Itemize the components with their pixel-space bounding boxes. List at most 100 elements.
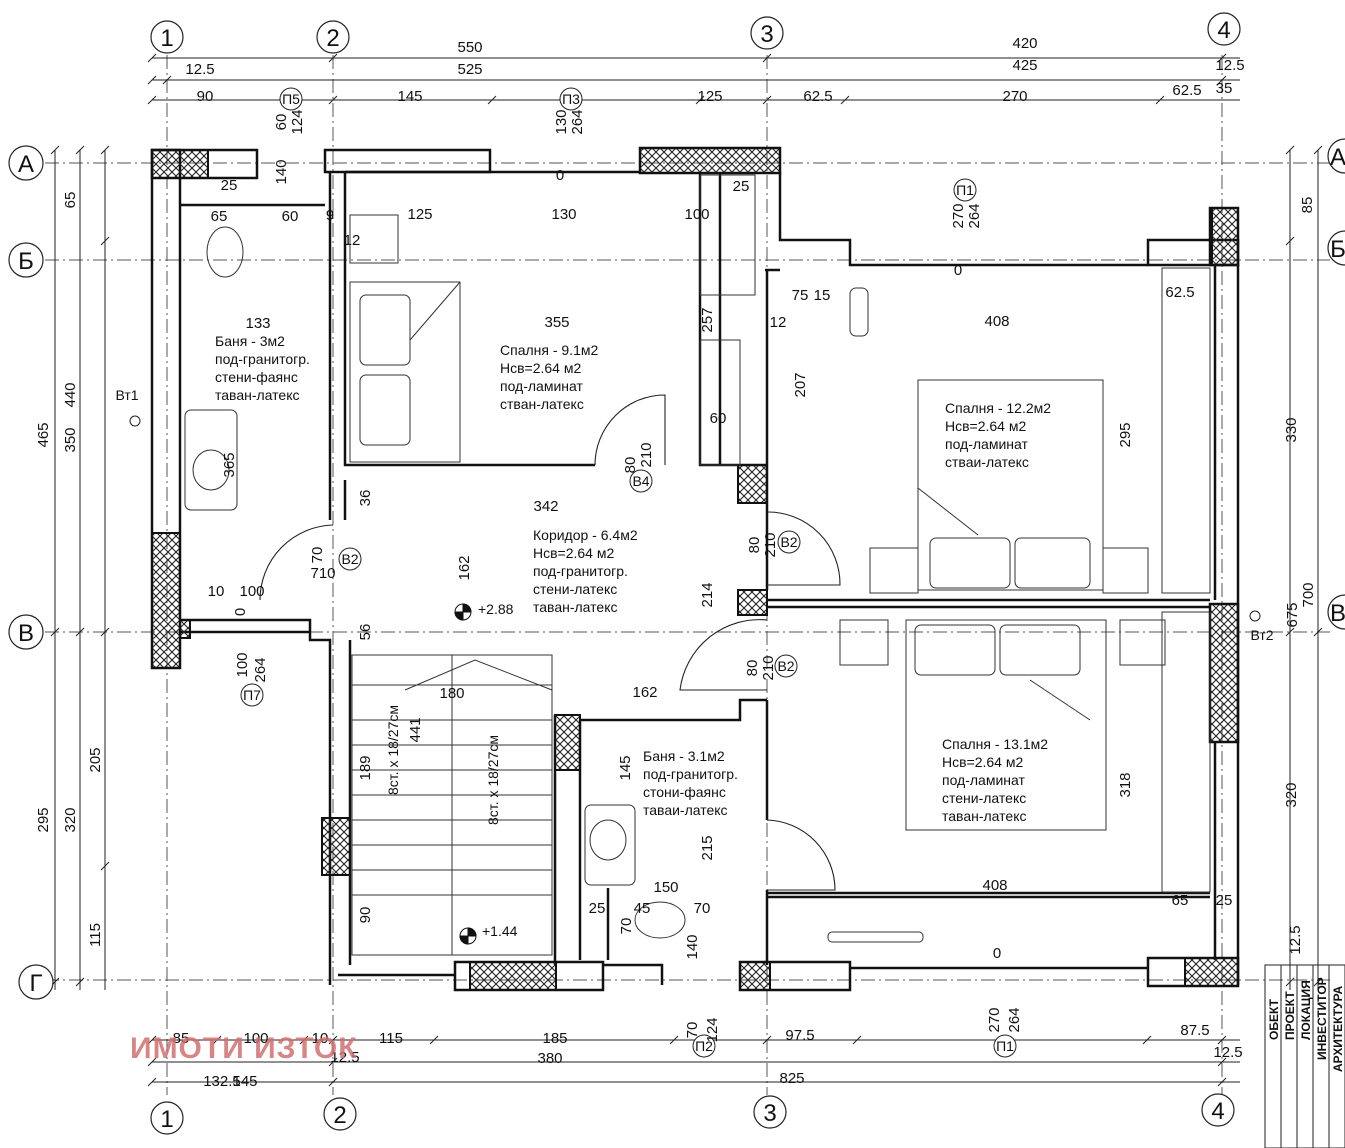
room-4-line-3: таваи-латекс	[643, 802, 728, 818]
tb-investor: ИНВЕСТИТОР	[1315, 977, 1329, 1060]
dim-inner-5: 25	[221, 177, 238, 194]
room-3-line-4: таван-латекс	[533, 599, 617, 615]
dim-inner-39: 214	[699, 582, 716, 607]
title-block-labels: ОБЕКТ ПРОЕКТ ЛОКАЦИЯ ИНВЕСТИТОР АРХИТЕКТ…	[1267, 977, 1345, 1072]
dim-bottom-1: 100	[243, 1030, 268, 1047]
dim-inner-28: 365	[221, 452, 238, 477]
dim-inner-25: 62.5	[1165, 284, 1194, 301]
room-0-line-0: Баня - 3м2	[215, 333, 285, 349]
dim-inner-32: 36	[357, 490, 374, 507]
dim-bottom-6: 87.5	[1180, 1022, 1209, 1039]
dim-bottom-12: 825	[779, 1070, 804, 1087]
dim-inner-24: 408	[984, 313, 1009, 330]
opening-v4: В4	[632, 473, 649, 489]
room-3-line-2: под-гранитогр.	[533, 563, 628, 579]
dim-left-0: 465	[35, 422, 52, 447]
dim-inner-54: 215	[699, 835, 716, 860]
dim-bottom-8: 12.5	[330, 1049, 359, 1066]
dim-bottom-5: 97.5	[785, 1027, 814, 1044]
room-5-line-2: под-ламинат	[942, 772, 1026, 788]
dim-left-4: 205	[87, 747, 104, 772]
title-block	[1264, 964, 1345, 1148]
axis-row-a: А	[18, 151, 34, 178]
dim-inner-31: 210	[638, 442, 655, 467]
dim-inner-1: 124	[289, 109, 306, 134]
dim-inner-33: 342	[533, 498, 558, 515]
dim-inner-60: 70	[694, 900, 711, 917]
dim-bottom-9: 380	[537, 1050, 562, 1067]
level-upper: +2.88	[478, 601, 514, 617]
dim-inner-15: 0	[954, 262, 962, 279]
room-2-line-3: стваи-латекс	[945, 454, 1029, 470]
dim-inner-12: 12	[344, 232, 361, 249]
opening-p3: П3	[562, 91, 580, 107]
dim-right-5: 12.5	[1287, 925, 1304, 954]
tb-architecture: АРХИТЕКТУРА	[1331, 985, 1345, 1072]
room-3-line-3: стени-латекс	[533, 581, 617, 597]
axis-col-3-top: 3	[760, 21, 773, 48]
dim-inner-43: 56	[357, 624, 374, 641]
room-4-line-1: под-гранитогр.	[643, 766, 738, 782]
dim-bottom-10: 12.5	[1213, 1044, 1242, 1061]
dim-inner-3: 264	[569, 109, 586, 134]
axis-row-v: В	[18, 620, 34, 647]
room-1-line-1: Нсв=2.64 м2	[500, 360, 581, 376]
dim-top-1: 420	[1012, 35, 1037, 52]
dim-inner-35: 710	[310, 565, 335, 582]
dim-bottom-11: 145	[232, 1073, 257, 1090]
dim-right-2: 700	[1300, 582, 1317, 607]
room-5-line-3: стени-латекс	[942, 790, 1026, 806]
room-1-line-2: под-ламинат	[500, 378, 584, 394]
dim-inner-0: 60	[273, 114, 290, 131]
dim-inner-53: 318	[1117, 772, 1134, 797]
room-5-line-4: таван-латекс	[942, 808, 1026, 824]
stair-note-right: 8ст. х 18/27см	[485, 735, 501, 825]
dim-inner-38: 210	[762, 532, 779, 557]
dim-inner-63: 70	[618, 918, 635, 935]
columns	[151, 147, 1239, 991]
axis-row-g: Г	[30, 970, 43, 997]
dim-inner-19: 355	[544, 314, 569, 331]
dim-left-6: 295	[35, 807, 52, 832]
dim-top-8: 125	[697, 88, 722, 105]
room-1-line-3: стван-латекс	[500, 396, 584, 412]
room-2-line-0: Спалня - 12.2м2	[945, 400, 1051, 416]
room-2-line-2: под-ламинат	[945, 436, 1029, 452]
dim-right-1: 330	[1283, 417, 1300, 442]
door-swings	[259, 394, 841, 891]
dim-inner-58: 25	[589, 900, 606, 917]
opening-p7: П7	[243, 687, 261, 703]
dim-top-3: 525	[457, 61, 482, 78]
dim-inner-21: 75	[792, 287, 809, 304]
dim-inner-47: 264	[252, 657, 269, 682]
dim-inner-66: 124	[704, 1017, 721, 1042]
room-labels: Баня - 3м2под-гранитогр.стени-фаянставан…	[215, 333, 1051, 824]
room-1-line-0: Спалня - 9.1м2	[500, 342, 598, 358]
dim-inner-22: 15	[814, 287, 831, 304]
dim-top-0: 550	[457, 39, 482, 56]
dim-top-4: 425	[1012, 57, 1037, 74]
dim-inner-65: 70	[684, 1022, 701, 1039]
dim-top-9: 62.5	[803, 88, 832, 105]
dim-bottom-0: 85	[173, 1030, 190, 1047]
dim-inner-7: 60	[282, 208, 299, 225]
watermark: ИМОТИ ИЗТОК	[130, 1032, 358, 1065]
room-3-line-0: Коридор - 6.4м2	[533, 527, 638, 543]
room-2-line-1: Нсв=2.64 м2	[945, 418, 1026, 434]
axis-row-v-right: В	[1330, 600, 1345, 627]
dim-left-3: 350	[62, 427, 79, 452]
axis-row-b-right: Б	[1330, 236, 1345, 263]
dim-inner-64: 140	[684, 934, 701, 959]
dim-inner-20: 257	[699, 307, 716, 332]
dim-inner-18: 133	[245, 315, 270, 332]
dim-inner-36: 162	[456, 555, 473, 580]
dim-inner-57: 90	[357, 907, 374, 924]
dim-top-10: 270	[1002, 88, 1027, 105]
dim-inner-62: 25	[1216, 892, 1233, 909]
axis-col-1-bottom: 1	[160, 1106, 173, 1133]
dim-inner-16: 0	[556, 167, 564, 184]
marker-vt2: Вт2	[1250, 627, 1273, 643]
axis-row-b: Б	[18, 248, 34, 275]
dim-left-5: 320	[62, 807, 79, 832]
opening-p5: П5	[282, 91, 300, 107]
